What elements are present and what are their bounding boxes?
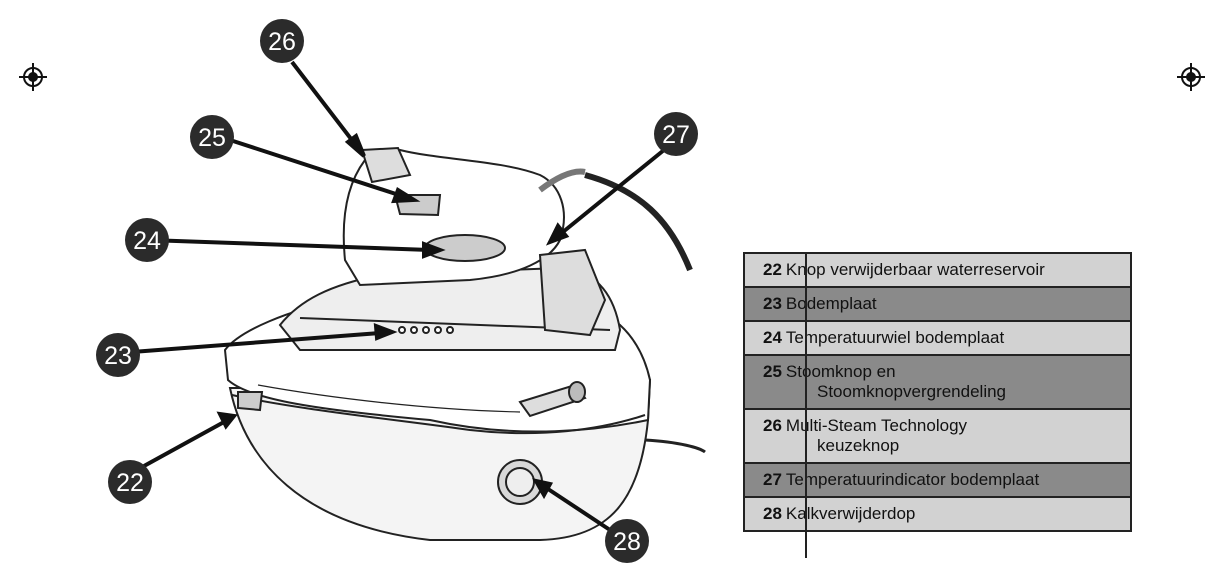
svg-text:28: 28 (613, 528, 641, 556)
registration-mark-right-icon (1177, 63, 1205, 91)
legend-number: 24 (763, 328, 782, 347)
legend-divider (805, 252, 807, 558)
legend-label-continued: keuzeknop (817, 436, 900, 455)
callout-27: 27 (654, 112, 698, 156)
svg-text:22: 22 (116, 469, 144, 497)
callout-22: 22 (108, 460, 152, 504)
legend-number: 23 (763, 294, 782, 313)
callout-23: 23 (96, 333, 140, 377)
legend-label: Multi-Steam Technology (785, 416, 968, 435)
callout-28: 28 (605, 519, 649, 563)
leader-lines (131, 60, 666, 532)
legend-number: 27 (763, 470, 782, 489)
svg-text:23: 23 (104, 342, 132, 370)
legend-label-continued: Stoomknopvergrendeling (817, 382, 1007, 401)
legend-label: Kalkverwijderdop (785, 504, 916, 523)
svg-text:25: 25 (198, 124, 226, 152)
legend-label: Bodemplaat (785, 294, 877, 313)
iron-body (278, 146, 693, 351)
registration-mark-left-icon (19, 63, 47, 91)
legend-label: Knop verwijderbaar waterreservoir (785, 260, 1045, 279)
svg-text:24: 24 (133, 227, 161, 255)
svg-text:26: 26 (268, 28, 296, 56)
callout-26: 26 (260, 19, 304, 63)
legend-label: Temperatuurindicator bodemplaat (785, 470, 1040, 489)
svg-text:27: 27 (662, 121, 690, 149)
legend-number: 26 (763, 416, 782, 435)
callout-24: 24 (125, 218, 169, 262)
legend-label: Stoomknop en (785, 362, 896, 381)
legend-number: 25 (763, 362, 782, 381)
legend-number: 22 (763, 260, 782, 279)
indicator-dots (398, 326, 454, 334)
legend-number: 28 (763, 504, 782, 523)
callout-25: 25 (190, 115, 234, 159)
legend-label: Temperatuurwiel bodemplaat (785, 328, 1005, 347)
